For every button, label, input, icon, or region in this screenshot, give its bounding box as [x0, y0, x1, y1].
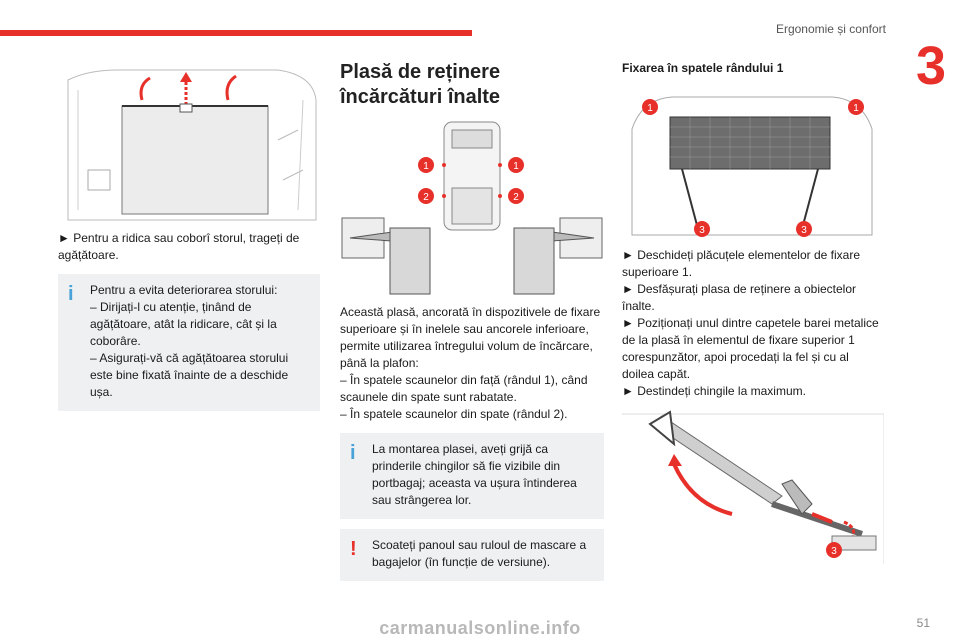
step-line: ► Desfășurați plasa de reținere a obiect…: [622, 282, 856, 313]
body-line: – În spatele scaunelor din față (rândul …: [340, 373, 588, 404]
warning-icon: !: [350, 538, 357, 560]
column-2: Plasă de reținere încărcături înalte 1 1…: [340, 60, 604, 581]
body-line: Această plasă, ancorată în dispozitivele…: [340, 305, 601, 370]
info-icon: i: [350, 442, 356, 464]
column-1: ► Pentru a ridica sau coborî storul, tra…: [58, 60, 320, 411]
step-line: ► Deschideți plăcuțele elementelor de fi…: [622, 248, 861, 279]
info-icon: i: [68, 283, 74, 305]
sunblind-caption: ► Pentru a ridica sau coborî storul, tra…: [58, 231, 300, 262]
watermark: carmanualsonline.info: [379, 618, 581, 638]
callout-2-right: 2: [513, 192, 519, 203]
callout-2-left: 2: [423, 192, 429, 203]
callout-3-strap: 3: [831, 546, 837, 557]
strap-illustration: 3: [622, 404, 884, 564]
page-number: 51: [916, 616, 930, 630]
callout-3-right: 3: [801, 225, 807, 236]
info-note: i Pentru a evita deteriorarea storului: …: [58, 274, 320, 411]
chapter-number: 3: [915, 36, 946, 96]
note-line: – Dirijați-l cu atenție, ținând de agăță…: [90, 300, 277, 348]
section-header: Ergonomie și confort: [775, 22, 886, 36]
subsection-title: Fixarea în spatele rândului 1: [622, 61, 784, 75]
note-text: La montarea plasei, aveți grijă ca prind…: [372, 442, 577, 507]
callout-1-right: 1: [853, 103, 859, 114]
sunblind-illustration: [58, 60, 320, 222]
body-line: – În spatele scaunelor din spate (rândul…: [340, 407, 568, 421]
fixing-steps: ► Deschideți plăcuțele elementelor de fi…: [622, 247, 884, 400]
cargo-net-illustration: 1 1 2 2: [340, 118, 604, 296]
step-line: ► Poziționați unul dintre capetele barei…: [622, 316, 879, 381]
section-title: Plasă de reținere încărcături înalte: [340, 61, 501, 108]
cargo-net-description: Această plasă, ancorată în dispozitivele…: [340, 304, 604, 423]
callout-1-right: 1: [513, 161, 519, 172]
column-3: Fixarea în spatele rândului 1 1 1 3 3: [622, 60, 884, 564]
warning-note: ! Scoateți panoul sau ruloul de mascare …: [340, 529, 604, 581]
note-line: – Asigurați-vă că agățătoarea storului e…: [90, 351, 289, 399]
callout-3-left: 3: [699, 225, 705, 236]
callout-1-left: 1: [423, 161, 429, 172]
top-accent-bar: [0, 30, 472, 36]
note-text: Scoateți panoul sau ruloul de mascare a …: [372, 538, 587, 569]
note-line: Pentru a evita deteriorarea storului:: [90, 283, 278, 297]
step-line: ► Destindeți chingile la maximum.: [622, 384, 806, 398]
callout-1-left: 1: [647, 103, 653, 114]
row1-net-illustration: 1 1 3 3: [622, 89, 884, 237]
info-note: i La montarea plasei, aveți grijă ca pri…: [340, 433, 604, 519]
